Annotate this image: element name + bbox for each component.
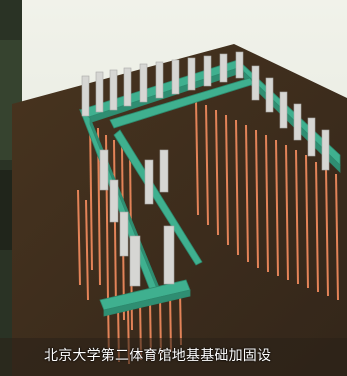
columns: [81, 51, 330, 287]
caption-band: [0, 338, 347, 376]
ground-surface: [12, 44, 347, 376]
figure-caption: 北京大学第二体育馆地基基础加固设: [44, 348, 272, 364]
piles: [77, 99, 339, 365]
